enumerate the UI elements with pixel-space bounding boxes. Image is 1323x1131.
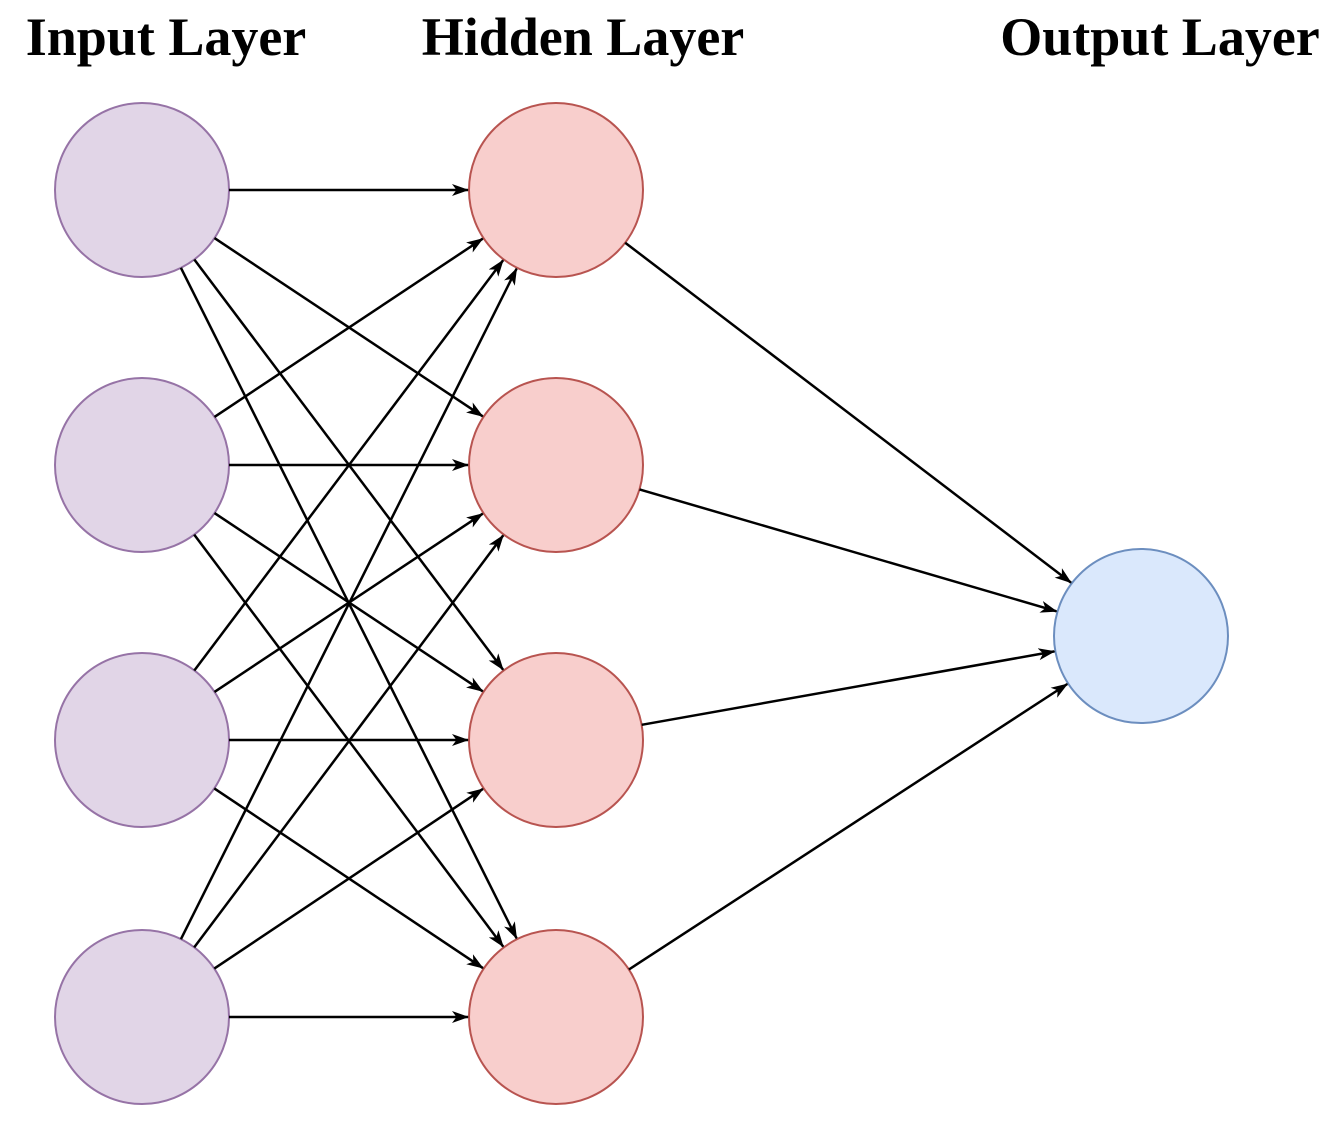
- edge-i2-h1: [213, 237, 484, 418]
- input-node-1: [54, 102, 230, 278]
- hidden-layer-title: Hidden Layer: [421, 7, 745, 67]
- edge-i4-h3: [213, 787, 484, 970]
- input-node-3: [54, 652, 230, 828]
- edge-i4-h1: [179, 267, 518, 940]
- edge-h1-o1: [624, 241, 1072, 584]
- input-node-2: [54, 377, 230, 553]
- edge-h4-o1: [628, 682, 1069, 971]
- hidden-node-1: [468, 102, 644, 278]
- hidden-node-2: [468, 377, 644, 553]
- input-node-4: [54, 929, 230, 1105]
- hidden-node-3: [468, 652, 644, 828]
- edge-h2-o1: [639, 488, 1058, 613]
- output-layer-title: Output Layer: [1000, 7, 1320, 67]
- edge-h3-o1: [641, 648, 1056, 727]
- input-layer-title: Input Layer: [25, 7, 307, 67]
- edge-i3-h1: [193, 259, 505, 672]
- output-node-1: [1053, 548, 1229, 724]
- hidden-node-4: [468, 929, 644, 1105]
- edge-i4-h2: [193, 534, 505, 949]
